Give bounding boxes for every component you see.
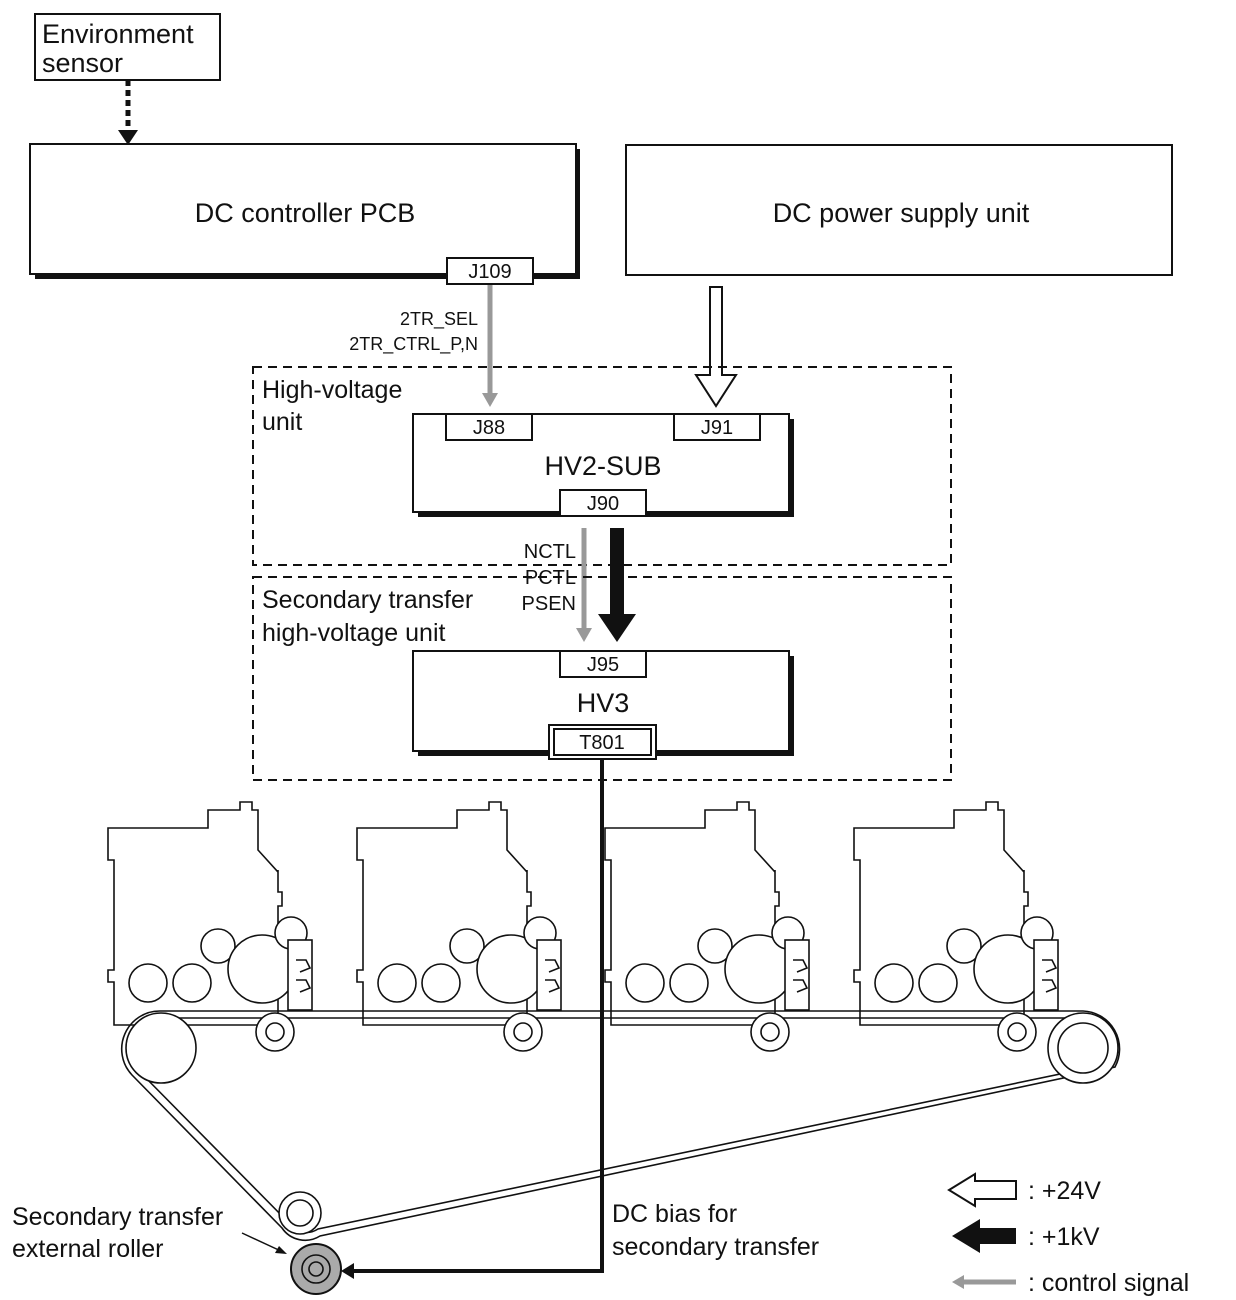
connector-j90: J90 xyxy=(587,493,619,515)
hv2-sub-title: HV2-SUB xyxy=(544,451,661,481)
environment-sensor-label-2: sensor xyxy=(42,48,123,78)
secondary-transfer-external-roller xyxy=(290,1243,342,1295)
secondary-transfer-unit-label-2: high-voltage unit xyxy=(262,619,446,647)
transfer-belt xyxy=(120,1010,1121,1242)
high-voltage-unit-label-1: High-voltage xyxy=(262,376,402,404)
power-24v-arrow xyxy=(694,286,738,408)
environment-sensor-label-1: Environment xyxy=(42,19,194,49)
primary-roller-4 xyxy=(997,1012,1037,1052)
high-voltage-1kv-arrow xyxy=(598,528,636,642)
high-voltage-unit-region xyxy=(252,366,952,566)
roller-leader-line xyxy=(241,1232,287,1254)
environment-sensor-box: Environment sensor xyxy=(34,13,221,81)
dc-controller-title: DC controller PCB xyxy=(195,198,416,228)
control-signal-arrow-top xyxy=(482,285,498,407)
dc-bias-label-2: secondary transfer xyxy=(612,1233,819,1261)
signal-nctl: NCTL xyxy=(524,541,576,563)
cartridge-2 xyxy=(356,801,562,1026)
sensor-dotted-arrow xyxy=(118,80,138,145)
dc-power-supply-box: DC power supply unit xyxy=(625,144,1173,276)
primary-roller-2 xyxy=(503,1012,543,1052)
legend-1kv-label: : +1kV xyxy=(1028,1223,1100,1251)
legend-1kv-arrow-icon xyxy=(952,1219,1016,1253)
signal-2tr-sel: 2TR_SEL xyxy=(400,309,478,330)
primary-roller-3 xyxy=(750,1012,790,1052)
roller-label-1: Secondary transfer xyxy=(12,1203,223,1231)
legend-24v-arrow-icon xyxy=(947,1172,1017,1208)
control-signal-arrow-mid xyxy=(576,528,592,642)
cartridge-1 xyxy=(107,801,313,1026)
drive-roller-left xyxy=(125,1012,197,1084)
legend: : +24V : +1kV : control signal xyxy=(947,1172,1189,1297)
cartridge-4 xyxy=(853,801,1059,1026)
hv3-box: J95 HV3 T801 xyxy=(412,650,794,760)
signal-pctl: PCTL xyxy=(525,567,576,589)
legend-24v-label: : +24V xyxy=(1028,1177,1101,1205)
dc-bias-label-1: DC bias for xyxy=(612,1200,737,1228)
dc-power-supply-title: DC power supply unit xyxy=(773,198,1030,228)
high-voltage-unit-label-2: unit xyxy=(262,408,302,436)
legend-control-label: : control signal xyxy=(1028,1269,1189,1297)
connector-j91: J91 xyxy=(701,417,733,439)
secondary-transfer-unit-label-1: Secondary transfer xyxy=(262,586,473,614)
legend-control-arrow-icon xyxy=(952,1275,964,1289)
connector-j88: J88 xyxy=(473,417,505,439)
primary-roller-1 xyxy=(255,1012,295,1052)
connector-j109: J109 xyxy=(468,261,511,283)
hv2-sub-box: J88 J91 HV2-SUB J90 xyxy=(412,413,794,517)
cartridge-3 xyxy=(604,801,810,1026)
connector-j95: J95 xyxy=(587,654,619,676)
connector-t801: T801 xyxy=(579,732,625,754)
hv3-title: HV3 xyxy=(577,688,630,718)
signal-2tr-ctrl: 2TR_CTRL_P,N xyxy=(349,334,478,355)
signal-psen: PSEN xyxy=(522,593,576,615)
process-cartridges xyxy=(107,801,1059,1026)
dc-controller-pcb-box: DC controller PCB J109 xyxy=(29,143,580,285)
dc-bias-line xyxy=(341,759,604,1279)
roller-label-2: external roller xyxy=(12,1235,163,1263)
